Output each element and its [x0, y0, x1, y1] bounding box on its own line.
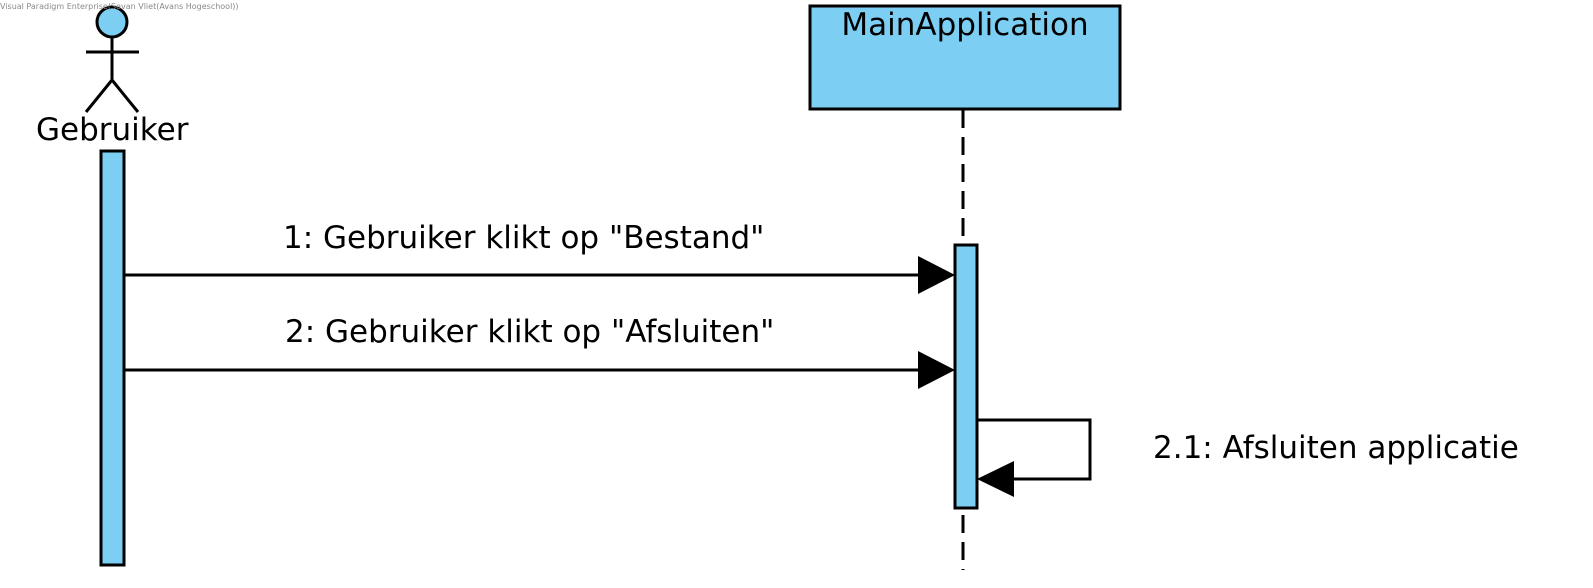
message-1-arrowhead-icon — [918, 256, 955, 294]
message-2-1-line — [977, 418, 1092, 481]
message-2-arrowhead-icon — [918, 351, 955, 389]
lifeline-head-box — [808, 4, 1122, 111]
message-2-1-arrowhead-icon — [977, 461, 1014, 497]
message-2-1-self-call — [977, 418, 1092, 497]
actor-left-leg — [84, 79, 114, 113]
actor-activation-bar — [99, 149, 126, 567]
actor-head — [95, 5, 129, 39]
actor-name: Gebruiker — [36, 112, 189, 148]
lifeline-name: MainApplication — [841, 7, 1089, 43]
message-1-label: 1: Gebruiker klikt op "Bestand" — [283, 220, 765, 256]
message-2-1-label: 2.1: Afsluiten applicatie — [1153, 430, 1519, 466]
lifeline-activation-bar — [953, 243, 979, 510]
actor-right-leg — [110, 79, 140, 113]
actor-stick-figure-icon — [84, 5, 140, 113]
message-2-arrow — [124, 351, 955, 389]
message-2-label: 2: Gebruiker klikt op "Afsluiten" — [285, 314, 775, 350]
message-1-arrow — [124, 256, 955, 294]
watermark-text: Visual Paradigm Enterprise(Sevan Vliet(A… — [0, 2, 239, 11]
